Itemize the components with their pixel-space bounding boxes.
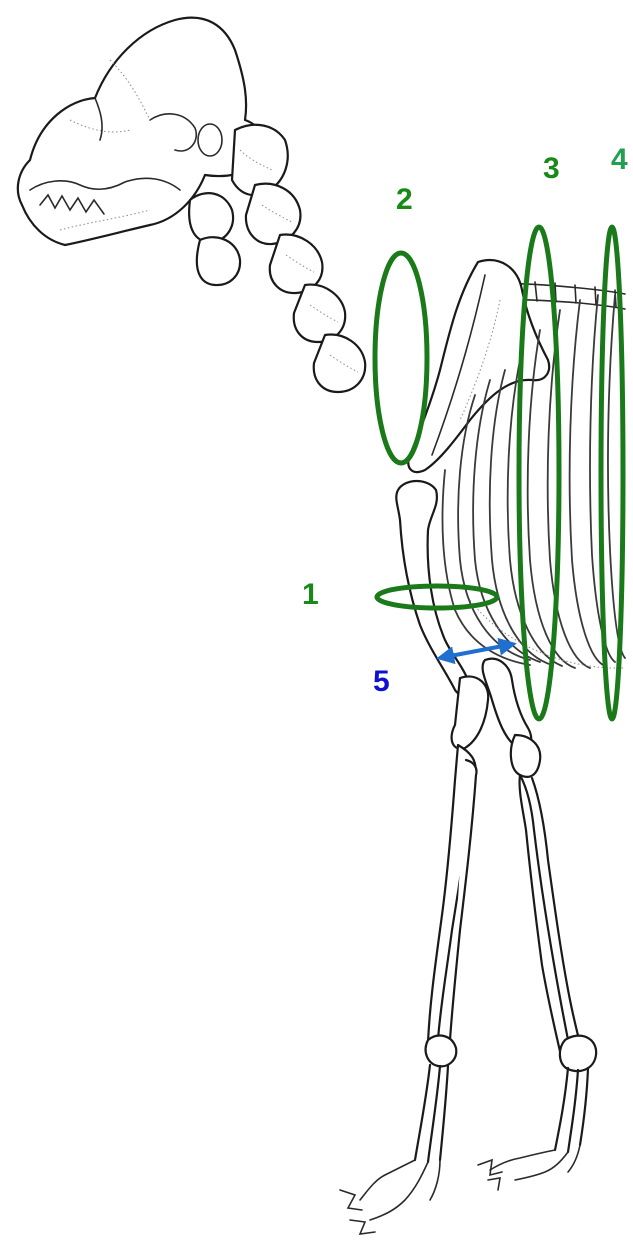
label-5: 5 [373,667,390,697]
label-4: 4 [611,145,628,175]
marker-1-ellipse [377,586,497,608]
label-1: 1 [302,580,319,610]
label-3: 3 [543,154,560,184]
marker-4-ellipse [601,227,623,719]
label-2: 2 [396,185,413,215]
foreleg-right [478,659,596,1190]
marker-2-ellipse [375,253,427,463]
